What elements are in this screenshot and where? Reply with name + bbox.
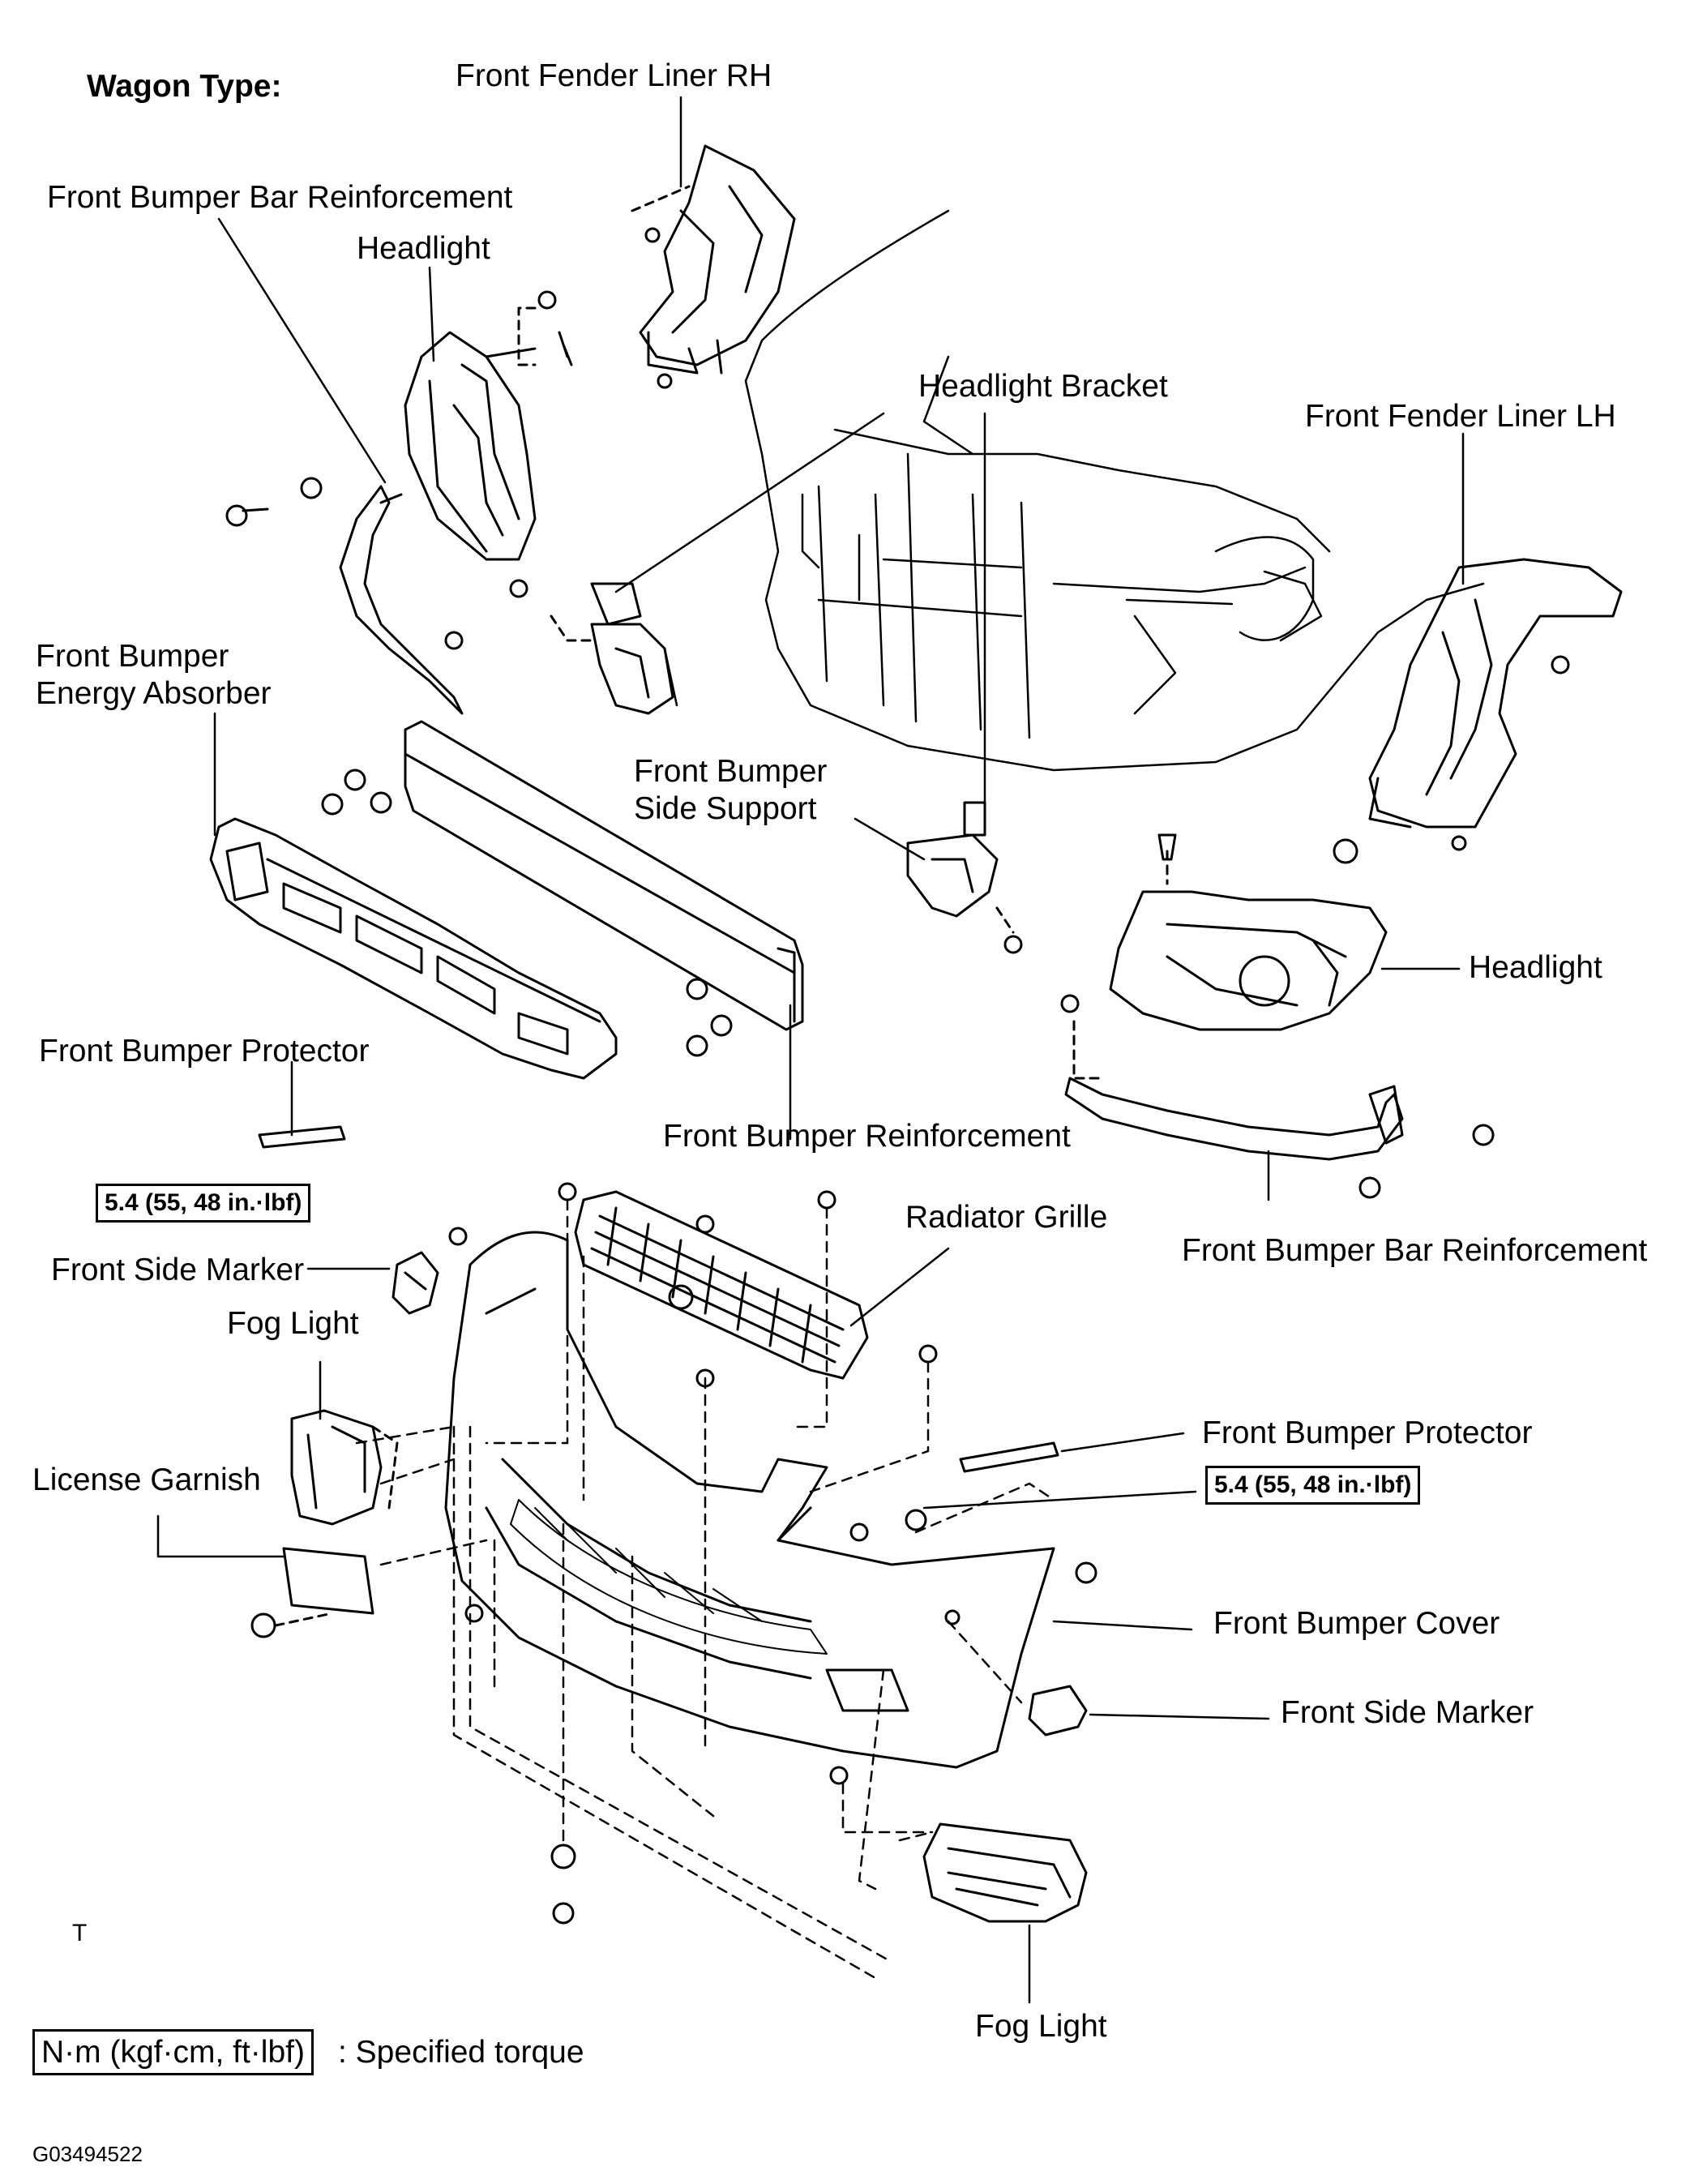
label-headlight-right: Headlight: [1469, 950, 1602, 985]
torque-spec-value: 5.4 (55, 48 in.·lbf): [1214, 1471, 1412, 1498]
label-front-fender-liner-rh: Front Fender Liner RH: [456, 58, 772, 93]
label-headlight-top: Headlight: [357, 231, 490, 266]
front-fender-liner-lh-part: [1368, 558, 1623, 851]
leader-lines: [156, 96, 1465, 2004]
label-front-side-marker-left: Front Side Marker: [51, 1253, 305, 1287]
page-title: Wagon Type:: [87, 69, 282, 104]
front-bumper-bar-reinforcement-top-part: [225, 477, 464, 715]
fog-light-bottom-part: [922, 1822, 1088, 1923]
label-front-bumper-reinforcement: Front Bumper Reinforcement: [663, 1119, 1071, 1154]
label-headlight-bracket: Headlight Bracket: [918, 369, 1168, 404]
label-front-bumper-cover: Front Bumper Cover: [1213, 1606, 1500, 1641]
label-license-garnish: License Garnish: [32, 1462, 261, 1497]
legend-torque-text: : Specified torque: [338, 2035, 584, 2070]
torque-spec-value: 5.4 (55, 48 in.·lbf): [105, 1189, 302, 1216]
front-side-marker-right-part: [1028, 1685, 1088, 1736]
label-fog-light-left: Fog Light: [227, 1306, 359, 1341]
torque-spec-box-left: 5.4 (55, 48 in.·lbf): [96, 1184, 311, 1223]
license-garnish-part: [250, 1547, 374, 1638]
fog-light-left-part: [290, 1409, 399, 1526]
legend-torque-unit: N·m (kgf·cm, ft·lbf): [41, 2035, 305, 2070]
label-front-fender-liner-lh: Front Fender Liner LH: [1305, 399, 1616, 434]
front-side-marker-left-part: [391, 1251, 439, 1315]
front-bumper-cover-part: [444, 1231, 1097, 1769]
headlight-top-part: [404, 290, 573, 561]
figure-id: G03494522: [32, 2142, 143, 2166]
label-front-bumper-protector-left: Front Bumper Protector: [39, 1034, 370, 1068]
vehicle-body-outline: [744, 209, 1485, 772]
headlight-right-part: [1109, 833, 1388, 1031]
label-front-bumper-protector-right: Front Bumper Protector: [1202, 1415, 1533, 1450]
front-bumper-reinforcement-part: [321, 720, 804, 1057]
headlight-bracket-part: [509, 579, 674, 715]
label-fog-light-bottom: Fog Light: [975, 2009, 1107, 2044]
front-fender-liner-rh-part: [631, 144, 796, 389]
front-bumper-energy-absorber-part: [209, 817, 618, 1080]
label-front-bumper-bar-reinforcement-right: Front Bumper Bar Reinforcement: [1182, 1233, 1648, 1268]
legend-torque-box: N·m (kgf·cm, ft·lbf): [32, 2029, 314, 2075]
front-bumper-bar-reinforcement-right-part: [1060, 994, 1495, 1199]
label-radiator-grille: Radiator Grille: [905, 1200, 1108, 1235]
front-bumper-side-support-part: [906, 801, 1023, 954]
label-front-bumper-side-support-line2: Side Support: [634, 791, 817, 826]
front-bumper-protector-right-part: [959, 1441, 1059, 1473]
front-bumper-protector-left-part: [258, 1125, 346, 1149]
label-front-bumper-energy-absorber-line2: Energy Absorber: [36, 676, 272, 711]
label-front-bumper-side-support-line1: Front Bumper: [634, 754, 828, 789]
label-front-side-marker-right: Front Side Marker: [1281, 1695, 1534, 1730]
label-front-bumper-energy-absorber-line1: Front Bumper: [36, 639, 229, 674]
t-mark: T: [72, 1920, 88, 1946]
assembly-dashed-lines: [355, 1198, 1055, 1980]
torque-spec-box-right: 5.4 (55, 48 in.·lbf): [1205, 1466, 1421, 1505]
radiator-grille-part: [574, 1190, 869, 1380]
label-front-bumper-bar-reinforcement-top: Front Bumper Bar Reinforcement: [47, 180, 513, 215]
